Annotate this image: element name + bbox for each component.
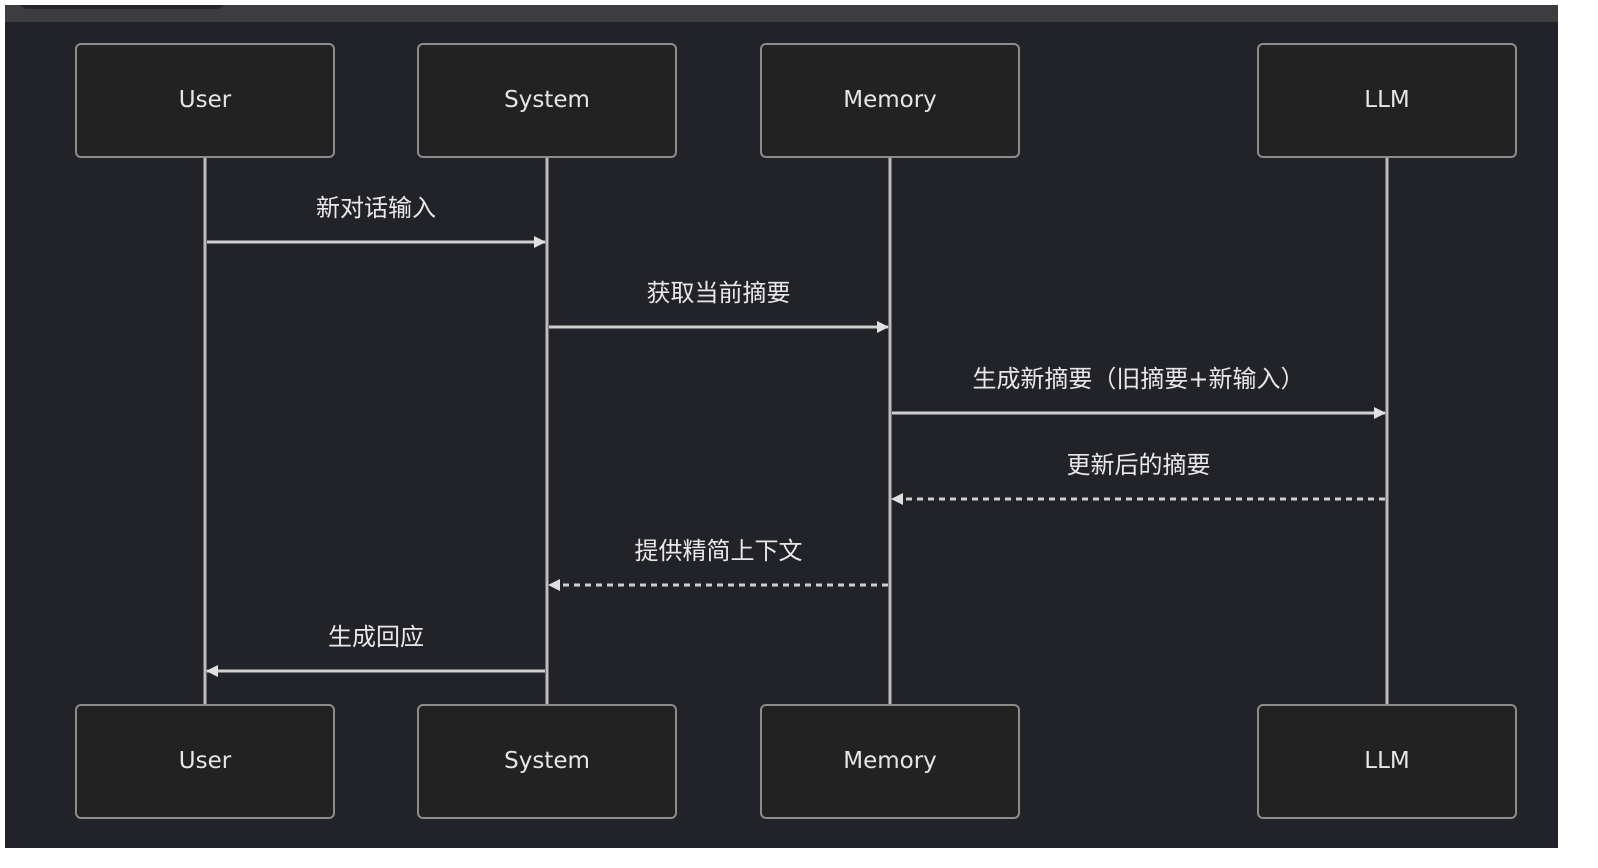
actor-box: [760, 43, 1020, 158]
actor-label: LLM: [1364, 748, 1409, 774]
diagram-canvas: User System Memory LLM User System Memor…: [5, 5, 1558, 848]
actor-bottom-llm[interactable]: LLM: [1257, 704, 1517, 819]
actor-top-memory[interactable]: Memory: [760, 43, 1020, 158]
message-label: 更新后的摘要: [1067, 451, 1211, 479]
message-label: 提供精简上下文: [635, 537, 803, 565]
actor-label: System: [504, 87, 590, 113]
message-label: 新对话输入: [316, 194, 436, 222]
message-new-input: 新对话输入: [207, 194, 546, 248]
message-updated-summary: 更新后的摘要: [891, 451, 1385, 505]
actor-label: Memory: [843, 748, 937, 774]
actor-label: Memory: [843, 87, 937, 113]
actor-label: User: [179, 87, 232, 113]
actor-box: [417, 43, 677, 158]
message-get-summary: 获取当前摘要: [549, 279, 889, 333]
actor-box: [760, 704, 1020, 819]
top-toolbar-strip: [5, 5, 1558, 22]
actor-label: LLM: [1364, 87, 1409, 113]
actor-box: [417, 704, 677, 819]
message-generate-summary: 生成新摘要（旧摘要+新输入）: [892, 365, 1386, 419]
actor-box: [75, 43, 335, 158]
actor-box: [1257, 43, 1517, 158]
actor-label: System: [504, 748, 590, 774]
actor-top-system[interactable]: System: [417, 43, 677, 158]
actor-bottom-user[interactable]: User: [75, 704, 335, 819]
actor-box: [1257, 704, 1517, 819]
message-label: 生成回应: [328, 623, 424, 651]
sequence-diagram: User System Memory LLM User System Memor…: [75, 43, 1517, 819]
message-generate-response: 生成回应: [206, 623, 545, 677]
actor-label: User: [179, 748, 232, 774]
top-tab: [18, 5, 226, 9]
message-provide-context: 提供精简上下文: [548, 537, 888, 591]
actor-top-user[interactable]: User: [75, 43, 335, 158]
actor-top-llm[interactable]: LLM: [1257, 43, 1517, 158]
actor-bottom-system[interactable]: System: [417, 704, 677, 819]
actor-box: [75, 704, 335, 819]
message-label: 生成新摘要（旧摘要+新输入）: [972, 365, 1304, 393]
actor-bottom-memory[interactable]: Memory: [760, 704, 1020, 819]
message-label: 获取当前摘要: [647, 279, 791, 307]
